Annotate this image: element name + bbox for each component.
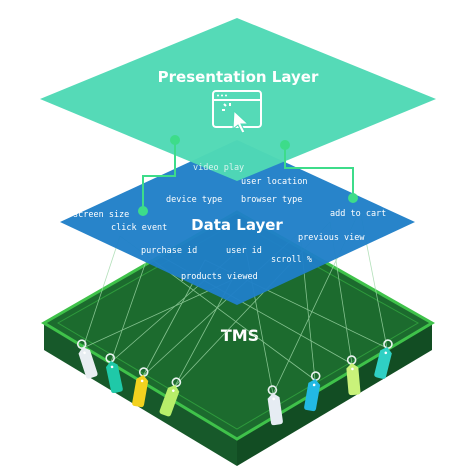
tag-hole: [140, 379, 144, 383]
term-add-to-cart: add to cart: [330, 209, 386, 219]
tag-body: [346, 363, 361, 396]
tag-icon: [267, 385, 283, 426]
tag-icon: [105, 353, 123, 394]
term-products-viewed: products viewed: [181, 272, 258, 282]
tag-icon: [374, 339, 393, 379]
tag-hole: [351, 367, 354, 371]
tags: [76, 339, 393, 426]
tag-body: [105, 361, 123, 394]
term-user-id: user id: [226, 246, 262, 256]
tms-top-face: [41, 210, 435, 441]
tag-string: [82, 235, 121, 349]
term-user-location: user location: [241, 177, 308, 187]
tms-inner-border: [57, 221, 420, 430]
tag-hole: [83, 351, 86, 355]
tag-body: [267, 393, 283, 426]
term-video-play: video play: [193, 163, 244, 173]
connector-dot: [170, 135, 180, 145]
term-previous-view: previous view: [298, 233, 365, 243]
data-terms: video play user location device type bro…: [73, 163, 386, 282]
connector-dot: [138, 206, 148, 216]
tag-hole: [272, 397, 275, 401]
tag-string: [82, 279, 233, 349]
term-scroll: scroll %: [271, 255, 312, 265]
connector-dot: [280, 140, 290, 150]
tag-string: [110, 249, 151, 363]
tag-body: [159, 385, 180, 417]
tag-hole: [171, 389, 175, 392]
connector-dot: [348, 193, 358, 203]
tms-label: TMS: [221, 326, 259, 345]
term-device-type: device type: [166, 195, 222, 205]
tag-icon: [76, 339, 98, 379]
tag-body: [304, 379, 321, 412]
tag-hole: [110, 365, 114, 369]
data-layer-label: Data Layer: [191, 216, 283, 234]
browser-click-icon: [212, 90, 262, 134]
tag-body: [78, 347, 98, 379]
tag-body: [374, 347, 392, 379]
tag-icon: [304, 371, 321, 412]
data-layer: Data Layer: [60, 140, 415, 305]
connectors: [138, 135, 358, 216]
presentation-layer-label: Presentation Layer: [158, 68, 319, 86]
connector-right: [284, 145, 354, 198]
presentation-layer: Presentation Layer: [40, 18, 436, 181]
term-purchase-id: purchase id: [141, 246, 197, 256]
connector-left: [142, 140, 176, 210]
tag-icon: [132, 367, 149, 408]
tag-hole: [384, 351, 388, 355]
tag-icon: [159, 377, 182, 417]
data-layer-face: [60, 140, 415, 305]
tag-hole: [312, 383, 316, 387]
tag-body: [132, 375, 149, 408]
term-screen-size: screen size: [73, 210, 129, 220]
term-click-event: click event: [111, 223, 167, 233]
term-browser-type: browser type: [241, 195, 302, 205]
tag-icon: [346, 355, 361, 396]
